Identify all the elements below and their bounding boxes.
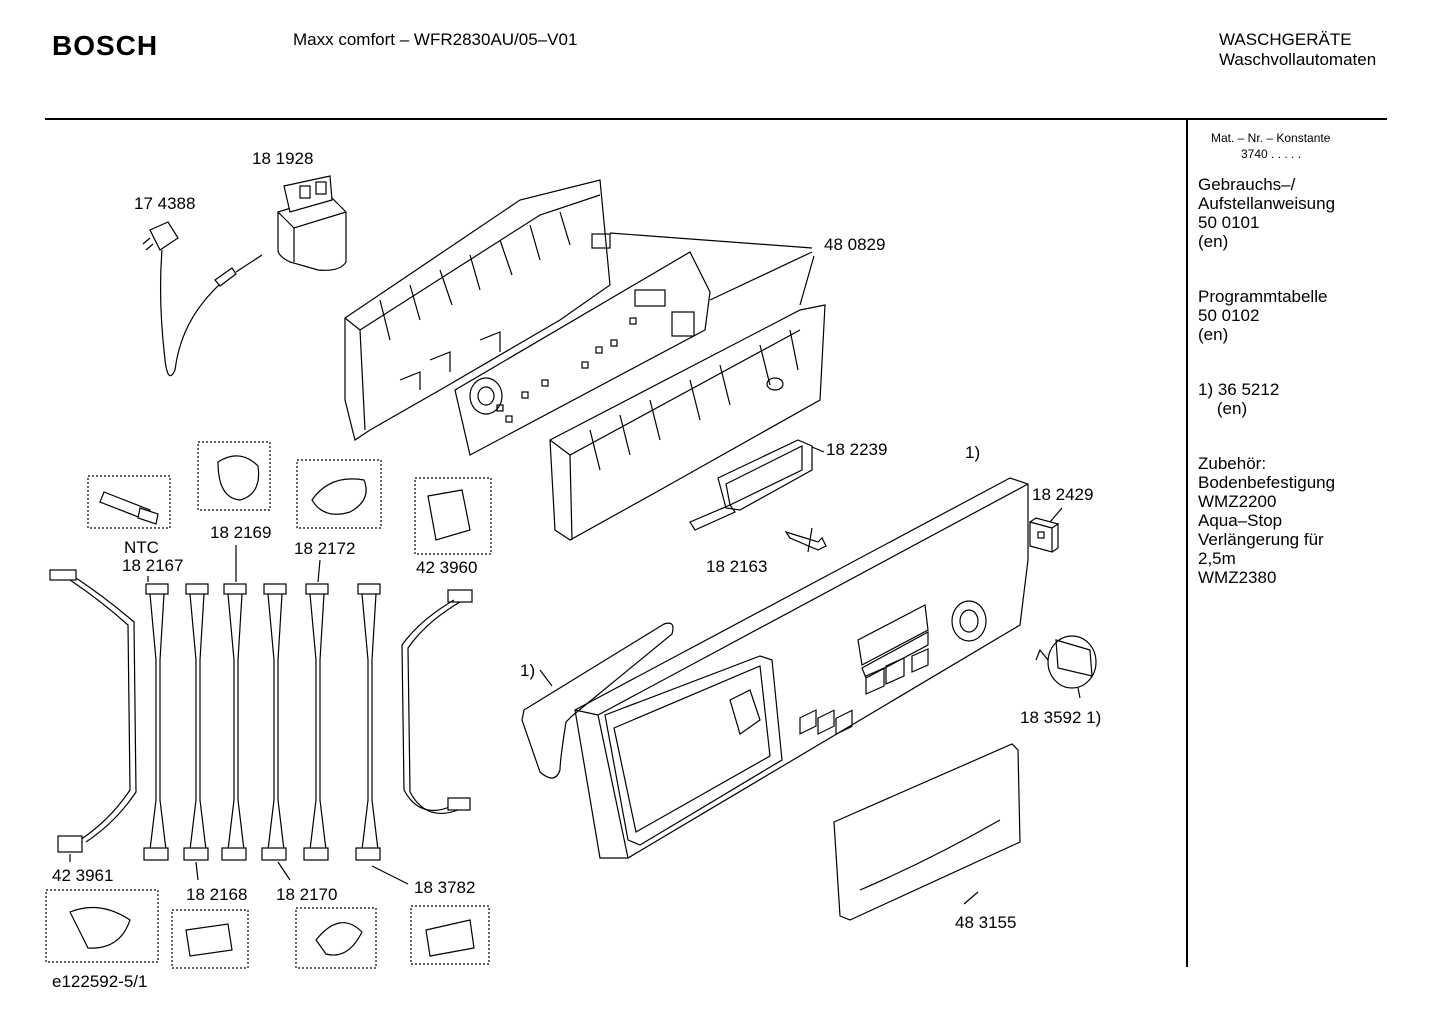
program-table-block: Programmtabelle 50 0102 (en) [1198,287,1328,344]
label-182429: 18 2429 [1032,485,1093,504]
label-182239: 18 2239 [826,440,887,459]
label-181928: 18 1928 [252,149,313,168]
label-182170: 18 2170 [276,885,337,904]
harness-group [143,583,381,861]
category-subtitle: Waschvollautomaten [1219,50,1377,69]
ref-thumb-left-bottom [45,889,159,963]
ref-thumb-423960 [414,477,492,555]
harness-left-drawing [49,569,137,853]
gasket-drawing [521,622,674,779]
power-cord-drawing [142,221,263,377]
capacitor-drawing [277,175,347,271]
ref-thumb-182172 [296,459,382,529]
harness-4 [261,583,287,861]
label-182172: 18 2172 [294,539,355,558]
knob-drawing [1035,635,1097,699]
label-ntc: NTC [124,538,159,557]
category-title: WASCHGERÄTE [1219,30,1352,49]
sidebar-info: Gebrauchs–/ Aufstellanweisung 50 0101 (e… [1198,175,1335,605]
label-ref1-top: 1) [965,443,980,462]
label-182163: 18 2163 [706,557,767,576]
label-ref1-left: 1) [520,661,535,680]
display-cover-drawing [689,439,813,531]
ref-thumb-182169 [197,441,271,511]
clip-drawing [1029,517,1060,553]
label-182169: 18 2169 [210,523,271,542]
harness-right-drawing [401,589,473,814]
manual-block: Gebrauchs–/ Aufstellanweisung 50 0101 (e… [1198,175,1336,251]
ref-thumb-183782 [410,905,490,965]
harness-1 [143,583,169,861]
footnote-block: 1) 36 5212 (en) [1198,380,1280,418]
label-174388: 17 4388 [134,194,195,213]
label-423960: 42 3960 [416,558,477,577]
ref-thumb-182168 [171,909,249,969]
label-183782: 18 3782 [414,878,475,897]
accessories-block: Zubehör: Bodenbefestigung WMZ2200 Aqua–S… [1198,454,1336,587]
lower-frame-drawing [549,304,826,541]
model-title: Maxx comfort – WFR2830AU/05–V01 [293,30,578,49]
ref-thumb-182170 [295,907,377,969]
harness-2 [183,583,209,861]
drawing-id: e122592-5/1 [52,972,148,991]
label-423961: 42 3961 [52,866,113,885]
light-pin-drawing [784,527,827,553]
label-182167: 18 2167 [122,556,183,575]
label-182168: 18 2168 [186,885,247,904]
harness-3 [221,583,247,861]
label-483155: 48 3155 [955,913,1016,932]
ntc-sensor-drawing [87,475,171,529]
control-frame-drawing [344,179,611,441]
pcb-drawing [454,251,711,456]
sidebar-divider [1186,119,1188,967]
mat-nr-label: Mat. – Nr. – Konstante [1211,131,1331,145]
drawer-handle-drawing [833,743,1021,921]
harness-5 [303,583,329,861]
brand-logo: BOSCH [52,30,159,61]
front-panel-drawing [574,477,1029,859]
label-183592: 18 3592 1) [1020,708,1101,727]
label-480829: 48 0829 [824,235,885,254]
harness-6 [355,583,381,861]
header-divider [45,118,1387,120]
mat-nr-value: 3740 . . . . . [1241,147,1302,161]
